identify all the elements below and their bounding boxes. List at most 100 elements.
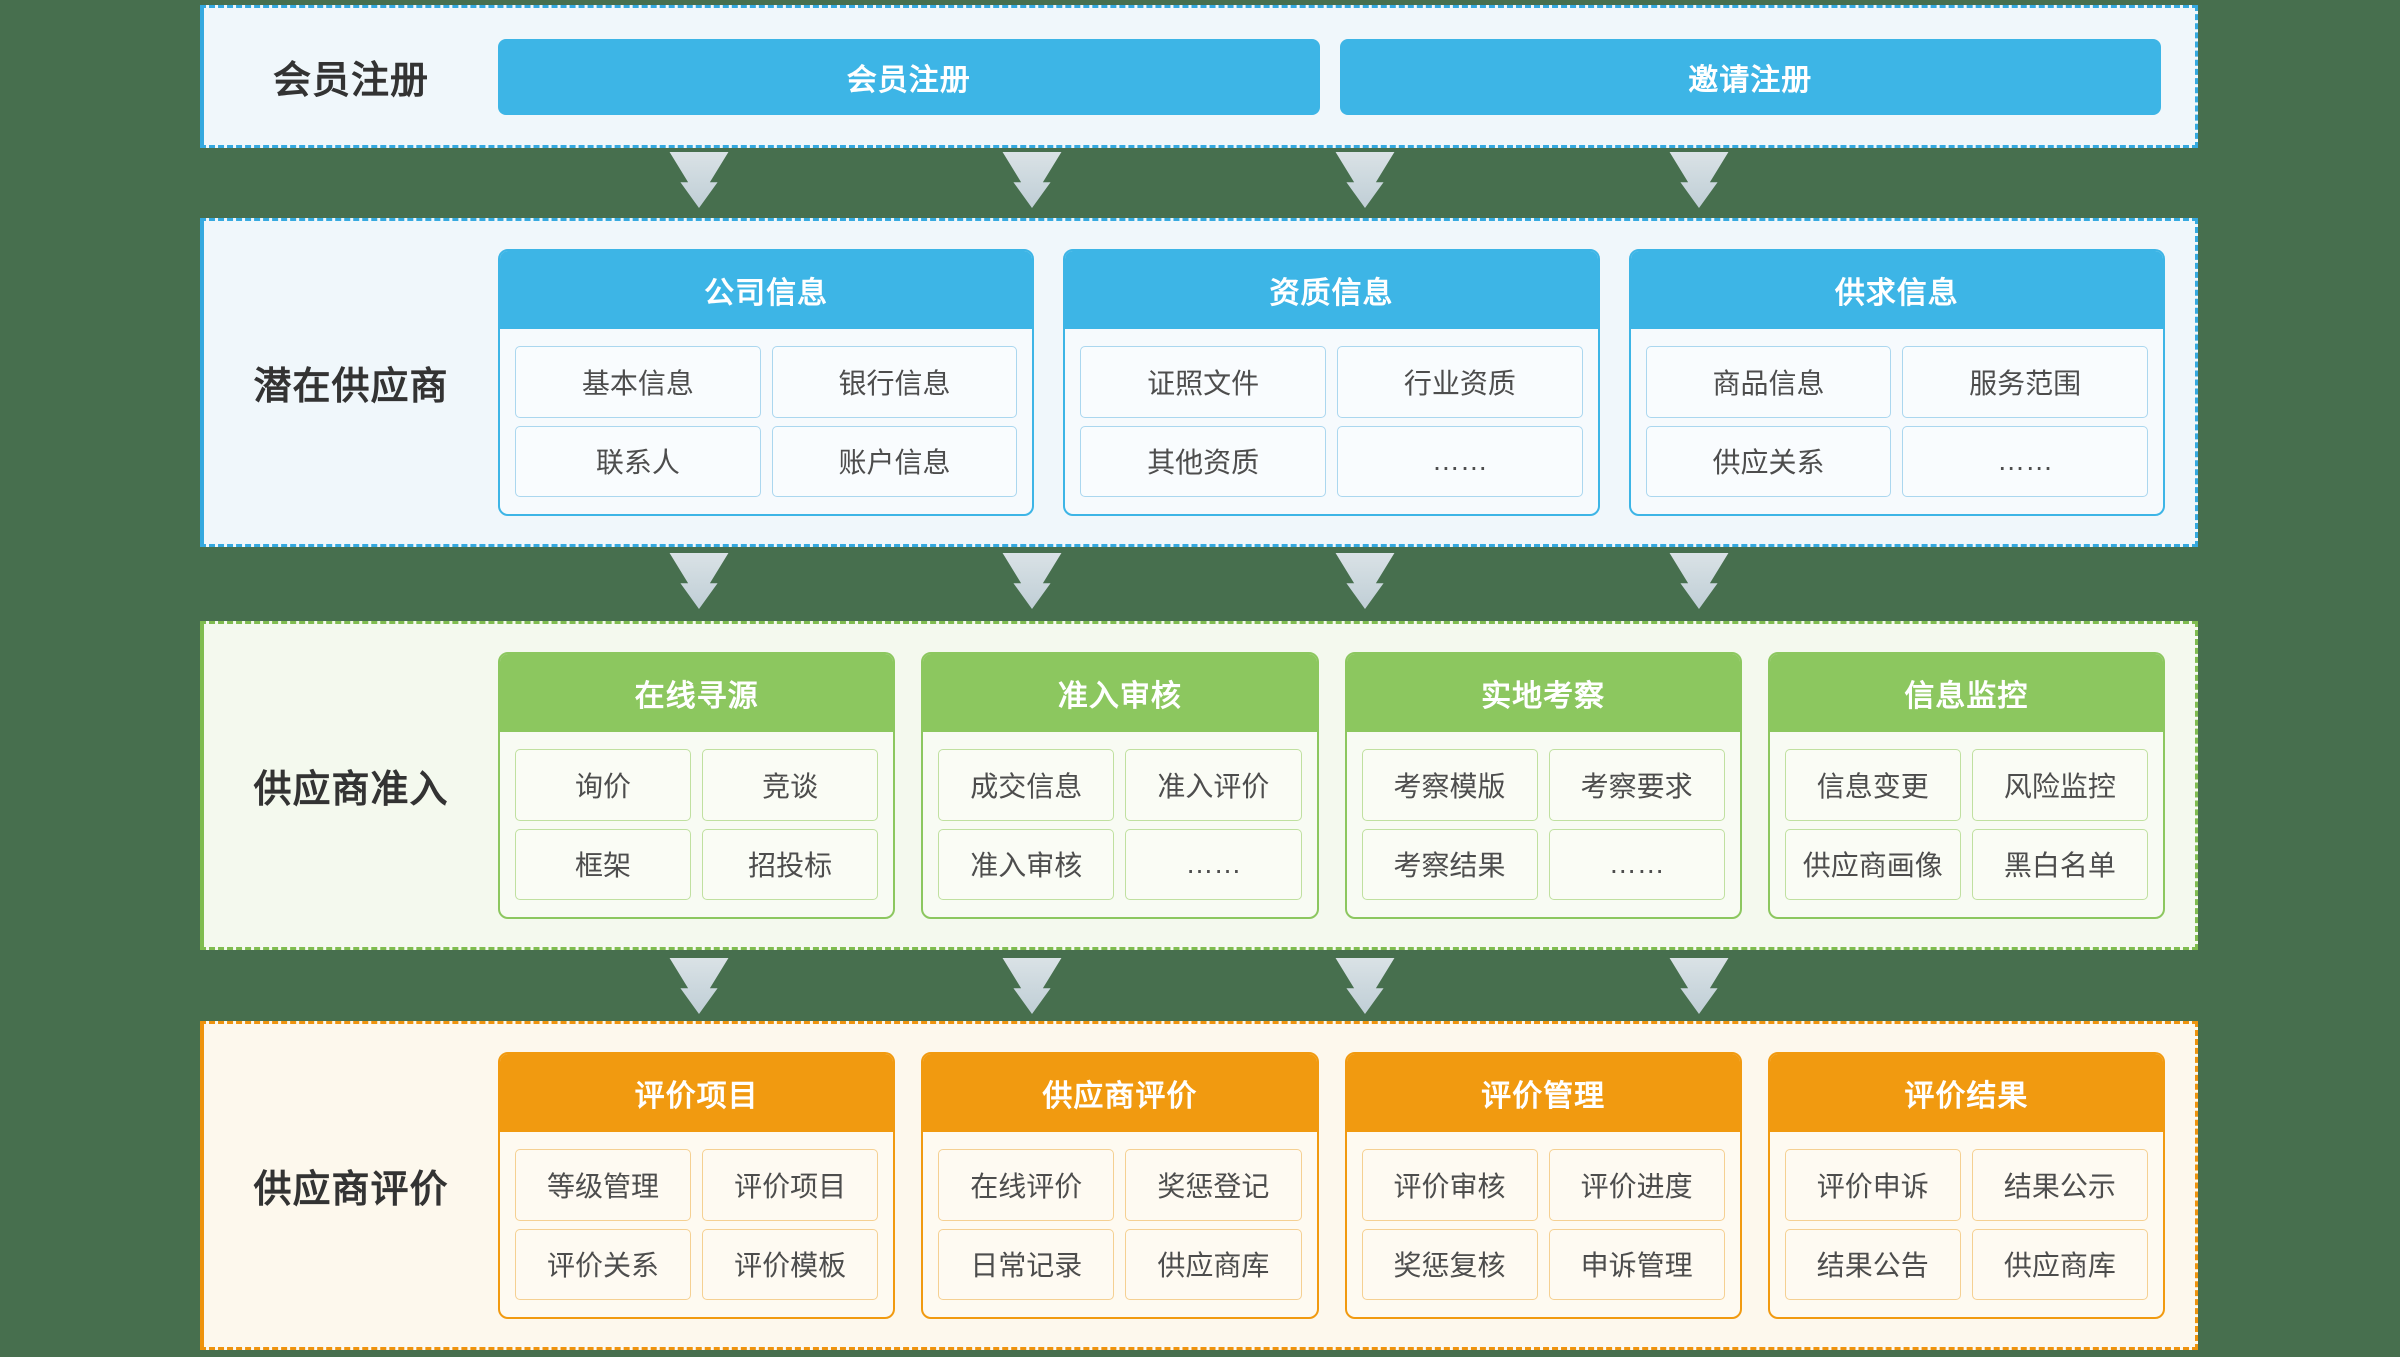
item-block: 奖惩复核 bbox=[1361, 1228, 1538, 1300]
item-block: 成交信息 bbox=[938, 749, 1115, 821]
item-block: 银行信息 bbox=[771, 346, 1018, 418]
invite-register-block: 邀请注册 bbox=[1339, 38, 2161, 115]
item-block: 供应商库 bbox=[1971, 1228, 2148, 1300]
item-block: 其他资质 bbox=[1080, 425, 1326, 497]
section-supplier-access: 供应商准入 在线寻源 询价 竞谈 框架 招投标 准入审核 成交信息 准入评价 准… bbox=[200, 621, 2198, 950]
item-block: 考察模版 bbox=[1361, 749, 1538, 821]
card-title: 评价管理 bbox=[1346, 1054, 1740, 1132]
supplier-evaluation-cards: 评价项目 等级管理 评价项目 评价关系 评价模板 供应商评价 在线评价 奖惩登记… bbox=[498, 1052, 2195, 1319]
item-block: 供应商画像 bbox=[1784, 828, 1961, 900]
item-block: 招投标 bbox=[702, 828, 879, 900]
card-items: 成交信息 准入评价 准入审核 …… bbox=[923, 732, 1316, 917]
card-title: 评价项目 bbox=[500, 1054, 894, 1132]
item-block: 准入评价 bbox=[1125, 749, 1302, 821]
item-block: 考察要求 bbox=[1548, 749, 1725, 821]
down-arrow-icon bbox=[1669, 958, 1729, 1014]
down-arrow-icon bbox=[669, 553, 729, 609]
down-arrow-icon bbox=[1002, 152, 1062, 208]
card-items: 询价 竞谈 框架 招投标 bbox=[500, 732, 893, 917]
card-items: 评价申诉 结果公示 结果公告 供应商库 bbox=[1770, 1132, 2163, 1317]
down-arrow-icon bbox=[1669, 152, 1729, 208]
card-title: 资质信息 bbox=[1065, 251, 1598, 329]
member-register-block: 会员注册 bbox=[498, 38, 1320, 115]
card-evaluation-results: 评价结果 评价申诉 结果公示 结果公告 供应商库 bbox=[1767, 1052, 2165, 1319]
item-block: 评价关系 bbox=[515, 1228, 692, 1300]
section-label-supplier-evaluation: 供应商评价 bbox=[253, 1169, 449, 1211]
card-title: 信息监控 bbox=[1769, 654, 2163, 732]
item-block: 行业资质 bbox=[1336, 346, 1583, 418]
item-block: 竞谈 bbox=[702, 749, 879, 821]
down-arrow-icon bbox=[1335, 152, 1395, 208]
down-arrow-icon bbox=[669, 152, 729, 208]
card-site-inspection: 实地考察 考察模版 考察要求 考察结果 …… bbox=[1344, 652, 1742, 919]
card-title: 评价结果 bbox=[1769, 1054, 2163, 1132]
card-items: 考察模版 考察要求 考察结果 …… bbox=[1347, 732, 1740, 917]
down-arrow-icon bbox=[1335, 958, 1395, 1014]
card-title: 公司信息 bbox=[500, 251, 1033, 329]
item-block: 奖惩登记 bbox=[1125, 1149, 1302, 1221]
item-block: 供应商库 bbox=[1125, 1228, 1302, 1300]
card-items: 等级管理 评价项目 评价关系 评价模板 bbox=[500, 1132, 893, 1317]
card-items: 信息变更 风险监控 供应商画像 黑白名单 bbox=[1770, 732, 2163, 917]
section-label-supplier-access: 供应商准入 bbox=[253, 769, 449, 811]
card-evaluation-items: 评价项目 等级管理 评价项目 评价关系 评价模板 bbox=[498, 1052, 896, 1319]
item-block: …… bbox=[1902, 425, 2148, 497]
item-block: 结果公示 bbox=[1971, 1149, 2148, 1221]
item-block: 在线评价 bbox=[938, 1149, 1115, 1221]
card-supplier-evaluation: 供应商评价 在线评价 奖惩登记 日常记录 供应商库 bbox=[921, 1052, 1319, 1319]
section-label-potential-supplier: 潜在供应商 bbox=[253, 366, 449, 408]
item-block: 日常记录 bbox=[938, 1228, 1115, 1300]
card-info-monitoring: 信息监控 信息变更 风险监控 供应商画像 黑白名单 bbox=[1767, 652, 2165, 919]
down-arrow-icon bbox=[1335, 553, 1395, 609]
item-block: 框架 bbox=[515, 828, 692, 900]
item-block: 询价 bbox=[515, 749, 692, 821]
card-supply-demand-info: 供求信息 商品信息 服务范围 供应关系 …… bbox=[1628, 249, 2165, 516]
item-block: 评价进度 bbox=[1548, 1149, 1725, 1221]
item-block: 申诉管理 bbox=[1548, 1228, 1725, 1300]
supplier-access-cards: 在线寻源 询价 竞谈 框架 招投标 准入审核 成交信息 准入评价 准入审核 ……… bbox=[498, 652, 2195, 919]
item-block: 商品信息 bbox=[1645, 346, 1892, 418]
item-block: 信息变更 bbox=[1784, 749, 1961, 821]
registration-blocks: 会员注册 邀请注册 bbox=[498, 38, 2195, 115]
down-arrow-icon bbox=[1002, 958, 1062, 1014]
card-items: 在线评价 奖惩登记 日常记录 供应商库 bbox=[923, 1132, 1316, 1317]
card-items: 证照文件 行业资质 其他资质 …… bbox=[1065, 329, 1597, 514]
card-online-sourcing: 在线寻源 询价 竞谈 框架 招投标 bbox=[498, 652, 896, 919]
item-block: 准入审核 bbox=[938, 828, 1115, 900]
item-block: 联系人 bbox=[515, 425, 761, 497]
item-block: 基本信息 bbox=[515, 346, 761, 418]
section-member-registration: 会员注册 会员注册 邀请注册 bbox=[200, 5, 2198, 148]
item-block: 考察结果 bbox=[1361, 828, 1538, 900]
potential-supplier-cards: 公司信息 基本信息 银行信息 联系人 账户信息 资质信息 证照文件 行业资质 其… bbox=[498, 249, 2195, 516]
card-items: 基本信息 银行信息 联系人 账户信息 bbox=[500, 329, 1032, 514]
item-block: 评价审核 bbox=[1361, 1149, 1538, 1221]
item-block: …… bbox=[1336, 425, 1583, 497]
item-block: 账户信息 bbox=[771, 425, 1018, 497]
item-block: 评价项目 bbox=[702, 1149, 879, 1221]
down-arrow-icon bbox=[1002, 553, 1062, 609]
down-arrow-icon bbox=[1669, 553, 1729, 609]
card-title: 在线寻源 bbox=[500, 654, 894, 732]
section-label-member-registration: 会员注册 bbox=[272, 60, 429, 102]
card-access-review: 准入审核 成交信息 准入评价 准入审核 …… bbox=[921, 652, 1319, 919]
item-block: 等级管理 bbox=[515, 1149, 692, 1221]
card-items: 商品信息 服务范围 供应关系 …… bbox=[1631, 329, 2163, 514]
down-arrow-icon bbox=[669, 958, 729, 1014]
item-block: 服务范围 bbox=[1902, 346, 2148, 418]
item-block: 黑白名单 bbox=[1971, 828, 2148, 900]
item-block: 风险监控 bbox=[1971, 749, 2148, 821]
section-potential-supplier: 潜在供应商 公司信息 基本信息 银行信息 联系人 账户信息 资质信息 证照文件 … bbox=[200, 218, 2198, 547]
item-block: …… bbox=[1125, 828, 1302, 900]
item-block: 供应关系 bbox=[1645, 425, 1892, 497]
card-title: 实地考察 bbox=[1346, 654, 1740, 732]
item-block: …… bbox=[1548, 828, 1725, 900]
item-block: 评价申诉 bbox=[1784, 1149, 1961, 1221]
section-supplier-evaluation: 供应商评价 评价项目 等级管理 评价项目 评价关系 评价模板 供应商评价 在线评… bbox=[200, 1021, 2198, 1350]
card-company-info: 公司信息 基本信息 银行信息 联系人 账户信息 bbox=[498, 249, 1035, 516]
card-title: 供应商评价 bbox=[923, 1054, 1317, 1132]
item-block: 评价模板 bbox=[702, 1228, 879, 1300]
card-title: 供求信息 bbox=[1630, 251, 2163, 329]
item-block: 证照文件 bbox=[1080, 346, 1326, 418]
card-items: 评价审核 评价进度 奖惩复核 申诉管理 bbox=[1347, 1132, 1740, 1317]
card-title: 准入审核 bbox=[923, 654, 1317, 732]
